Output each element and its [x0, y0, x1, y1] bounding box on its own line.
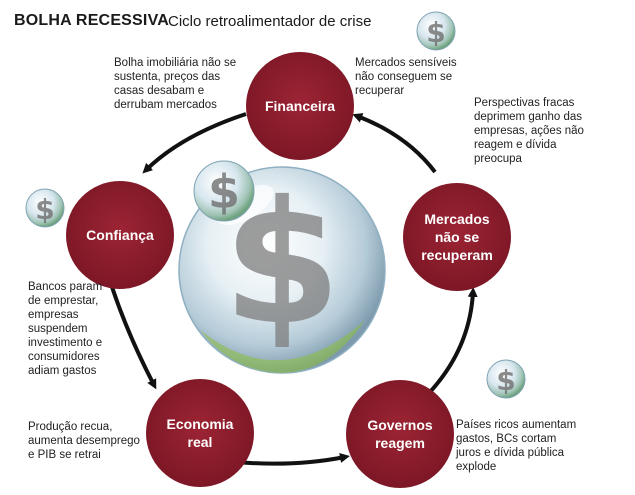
description-bolha: Bolha imobiliária não se sustenta, preço… [114, 57, 237, 111]
curved-arrow-icon [352, 113, 437, 174]
svg-text:$: $ [426, 16, 445, 49]
node-label-financeira: Financeira [264, 98, 336, 114]
description-perspectivas: Perspectivas fracas deprimem ganho das e… [474, 97, 584, 165]
node-circle-mercados [403, 183, 511, 291]
small-dollar-bubble-icon: $ [25, 188, 65, 228]
node-circle-financeira [246, 52, 354, 160]
node-label-mercados: Mercados não se recuperam [421, 211, 493, 263]
curved-arrow-icon [236, 453, 350, 466]
description-mercados-sensiveis: Mercados sensíveis não conseguem se recu… [355, 57, 457, 97]
curved-arrow-icon [142, 112, 247, 174]
description-paises: Países ricos aumentam gastos, BCs cortam… [456, 419, 577, 473]
node-circle-governos [346, 380, 454, 488]
small-dollar-bubble-icon: $ [486, 359, 526, 399]
node-circle-economia [146, 379, 254, 487]
node-circle-confianca [66, 181, 174, 289]
description-bancos: Bancos param de emprestar, empresas susp… [28, 281, 103, 377]
curved-arrow-icon [428, 287, 478, 394]
diagram-subtitle: Ciclo retroalimentador de crise [168, 13, 372, 30]
svg-text:$: $ [496, 364, 515, 397]
svg-text:$: $ [35, 193, 54, 226]
node-label-governos: Governos reagem [367, 417, 433, 451]
curved-arrow-icon [110, 286, 157, 390]
node-label-confianca: Confiança [86, 227, 154, 243]
node-label-economia: Economia real [166, 416, 234, 450]
description-producao: Produção recua, aumenta desemprego e PIB… [28, 421, 140, 461]
small-dollar-bubble-icon: $ [416, 11, 456, 51]
svg-text:$: $ [208, 165, 240, 219]
small-dollar-bubble-icon: $ [193, 160, 255, 222]
diagram-title: BOLHA RECESSIVA [14, 12, 170, 29]
